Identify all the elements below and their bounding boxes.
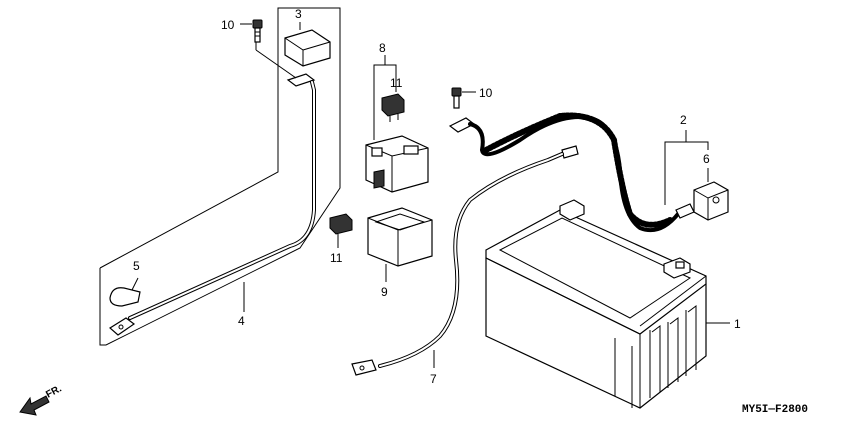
bolt-10-left (240, 19, 263, 43)
callout-2: 2 (680, 113, 687, 127)
diagram-code: MY5I—F2800 (742, 404, 808, 416)
callout-10-left: 10 (221, 18, 235, 32)
terminal-cover-6 (693, 168, 729, 221)
callout-3: 3 (295, 7, 302, 21)
callout-11-top: 11 (390, 76, 403, 90)
fuse-11-lower (329, 213, 353, 248)
starter-relay-8 (365, 135, 429, 193)
callout-7: 7 (430, 372, 437, 386)
relay-holder-9 (367, 207, 433, 282)
callout-10-right: 10 (479, 86, 493, 100)
fuse-11-top (381, 93, 405, 122)
callout-5: 5 (133, 259, 140, 273)
terminal-boot-5 (109, 277, 141, 307)
callout-4: 4 (238, 314, 245, 328)
cable-4 (108, 42, 316, 336)
terminal-cover-3 (284, 22, 331, 67)
front-direction-arrow: FR. (19, 383, 64, 416)
battery-1 (485, 199, 730, 409)
relay-8-group-bracket (373, 55, 397, 140)
cable-2 (448, 112, 695, 233)
direction-label: FR. (44, 383, 64, 400)
cable-4-group-outline (99, 7, 341, 346)
bolt-10-right (451, 87, 476, 109)
callout-9: 9 (381, 285, 388, 299)
callout-11-lower: 11 (330, 251, 343, 265)
callout-1: 1 (734, 317, 741, 331)
callout-8: 8 (379, 41, 386, 55)
callout-6: 6 (703, 152, 710, 166)
cable-7 (351, 145, 579, 376)
